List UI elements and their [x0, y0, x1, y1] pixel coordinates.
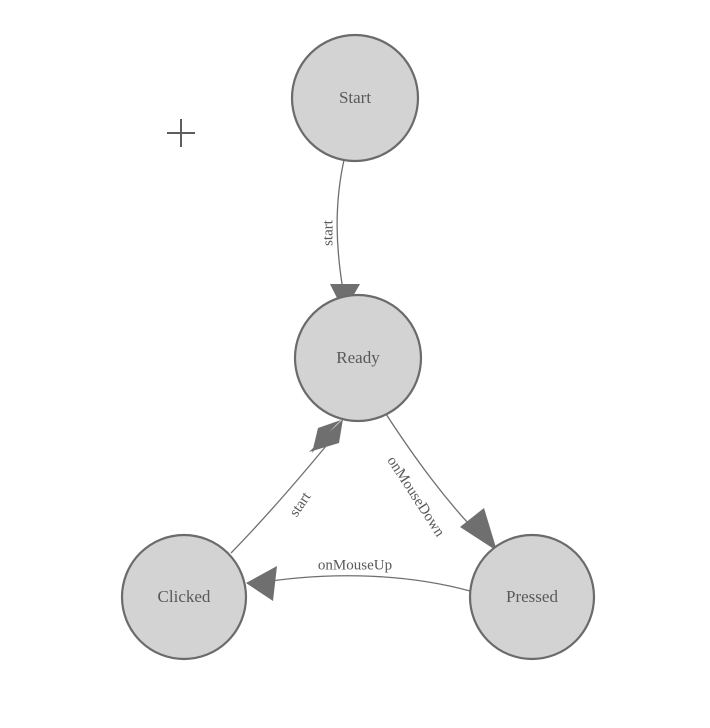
edge-line [230, 439, 332, 554]
edge-label-start-to-ready: start [320, 219, 336, 246]
edge-line [385, 413, 483, 539]
edge-pressed-to-clicked[interactable]: onMouseUp [246, 557, 471, 601]
node-pressed[interactable]: Pressed [468, 533, 596, 661]
edge-ready-to-pressed[interactable]: onMouseDown [384, 413, 497, 551]
edge-clicked-to-ready[interactable]: start [230, 419, 343, 554]
arrowhead-icon [312, 420, 341, 453]
arrowhead-icon [460, 508, 497, 551]
crosshair-icon[interactable] [167, 119, 195, 147]
node-start[interactable]: Start [290, 33, 420, 163]
edge-label-clicked-to-ready: start [287, 489, 315, 520]
node-circle [120, 533, 248, 661]
node-ready[interactable]: Ready [293, 293, 423, 423]
node-circle [290, 33, 420, 163]
edge-start-to-ready[interactable]: start [320, 159, 360, 312]
arrowhead-icon [246, 566, 277, 601]
edge-line [251, 575, 471, 592]
node-clicked[interactable]: Clicked [120, 533, 248, 661]
edge-label-pressed-to-clicked: onMouseUp [318, 557, 392, 573]
arrowhead-icon-2 [309, 419, 343, 452]
node-circle [293, 293, 423, 423]
edge-line [336, 159, 345, 291]
edge-label-ready-to-pressed: onMouseDown [384, 454, 448, 541]
node-circle [468, 533, 596, 661]
